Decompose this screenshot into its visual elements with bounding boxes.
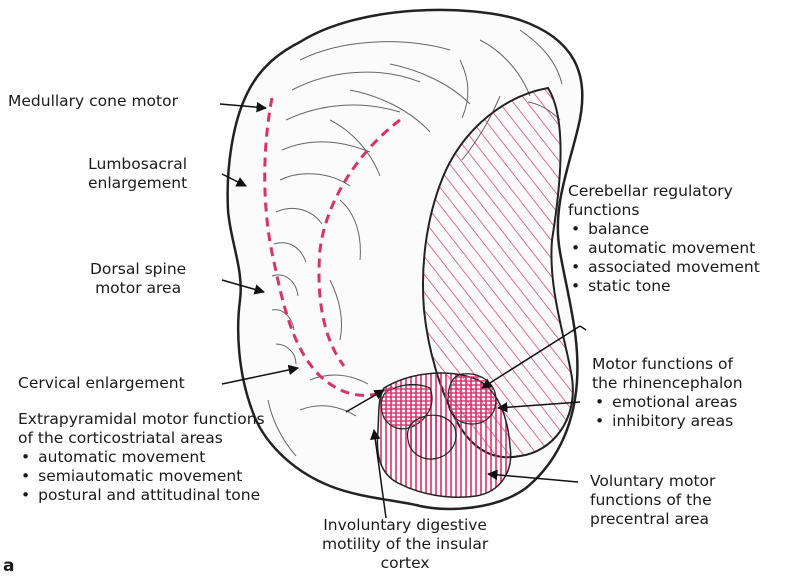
medullary-text: Medullary cone motor [8,92,178,111]
insular-line-2: motility of the insular [322,535,488,554]
extrapyramidal-bullet: automatic movement [18,448,265,467]
cervical-text: Cervical enlargement [18,374,185,393]
rhinencephalon-title-2: the rhinencephalon [592,374,743,393]
extrapyramidal-title-1: Extrapyramidal motor functions [18,410,265,429]
label-extrapyramidal: Extrapyramidal motor functions of the co… [18,410,265,505]
label-dorsal-spine: Dorsal spine motor area [90,260,186,298]
insular-region [407,415,456,459]
dorsal-line-2: motor area [90,279,186,298]
voluntary-line-3: precentral area [590,510,715,529]
rhinencephalon-bullet: inhibitory areas [592,412,743,431]
label-rhinencephalon: Motor functions of the rhinencephalon em… [592,355,743,431]
voluntary-line-2: functions of the [590,491,715,510]
insular-line-3: cortex [322,554,488,573]
rhinencephalon-bullet: emotional areas [592,393,743,412]
extrapyramidal-title-2: of the corticostriatal areas [18,429,265,448]
extrapyramidal-bullet: semiautomatic movement [18,467,265,486]
label-voluntary: Voluntary motor functions of the precent… [590,472,715,529]
cerebellar-bullet: static tone [568,277,760,296]
lumbosacral-line-1: Lumbosacral [88,155,187,174]
cerebellar-title-1: Cerebellar regulatory [568,182,760,201]
label-lumbosacral: Lumbosacral enlargement [88,155,187,193]
label-cervical: Cervical enlargement [18,374,185,393]
rhinencephalon-title-1: Motor functions of [592,355,743,374]
panel-label: a [3,556,14,576]
label-medullary-cone: Medullary cone motor [8,92,178,111]
label-cerebellar: Cerebellar regulatory functions balance … [568,182,760,296]
extrapyramidal-bullet: postural and attitudinal tone [18,486,265,505]
dorsal-line-1: Dorsal spine [90,260,186,279]
voluntary-line-1: Voluntary motor [590,472,715,491]
cerebellar-title-2: functions [568,201,760,220]
cerebellar-bullet: automatic movement [568,239,760,258]
cerebellar-bullet: balance [568,220,760,239]
insular-line-1: Involuntary digestive [322,516,488,535]
lumbosacral-line-2: enlargement [88,174,187,193]
cerebellar-bullet: associated movement [568,258,760,277]
label-insular: Involuntary digestive motility of the in… [322,516,488,573]
